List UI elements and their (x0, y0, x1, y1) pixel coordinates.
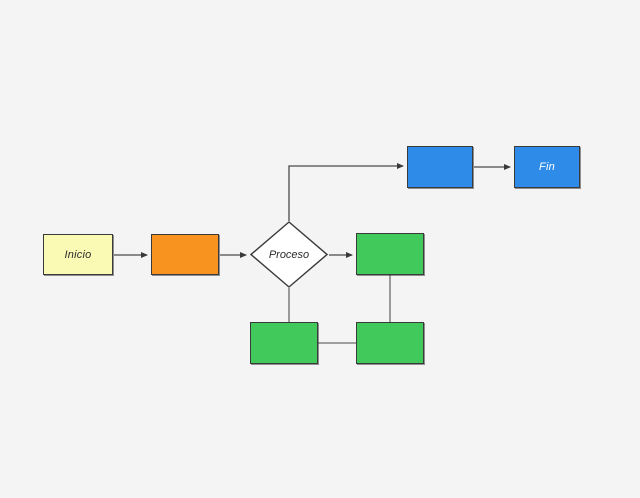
node-fin-label: Fin (539, 161, 555, 173)
node-green-bottom-right[interactable] (356, 322, 424, 364)
node-blue-middle[interactable] (407, 146, 473, 188)
node-orange-process[interactable] (151, 234, 219, 275)
node-green-bottom-left[interactable] (250, 322, 318, 364)
node-fin[interactable]: Fin (514, 146, 580, 188)
node-proceso[interactable]: Proceso (249, 221, 329, 288)
node-green-top-right[interactable] (356, 233, 424, 275)
node-inicio[interactable]: Inicio (43, 234, 113, 275)
edge-proceso-blue-middle (288, 163, 404, 221)
node-inicio-label: Inicio (64, 248, 92, 261)
diamond-shape (249, 221, 329, 288)
